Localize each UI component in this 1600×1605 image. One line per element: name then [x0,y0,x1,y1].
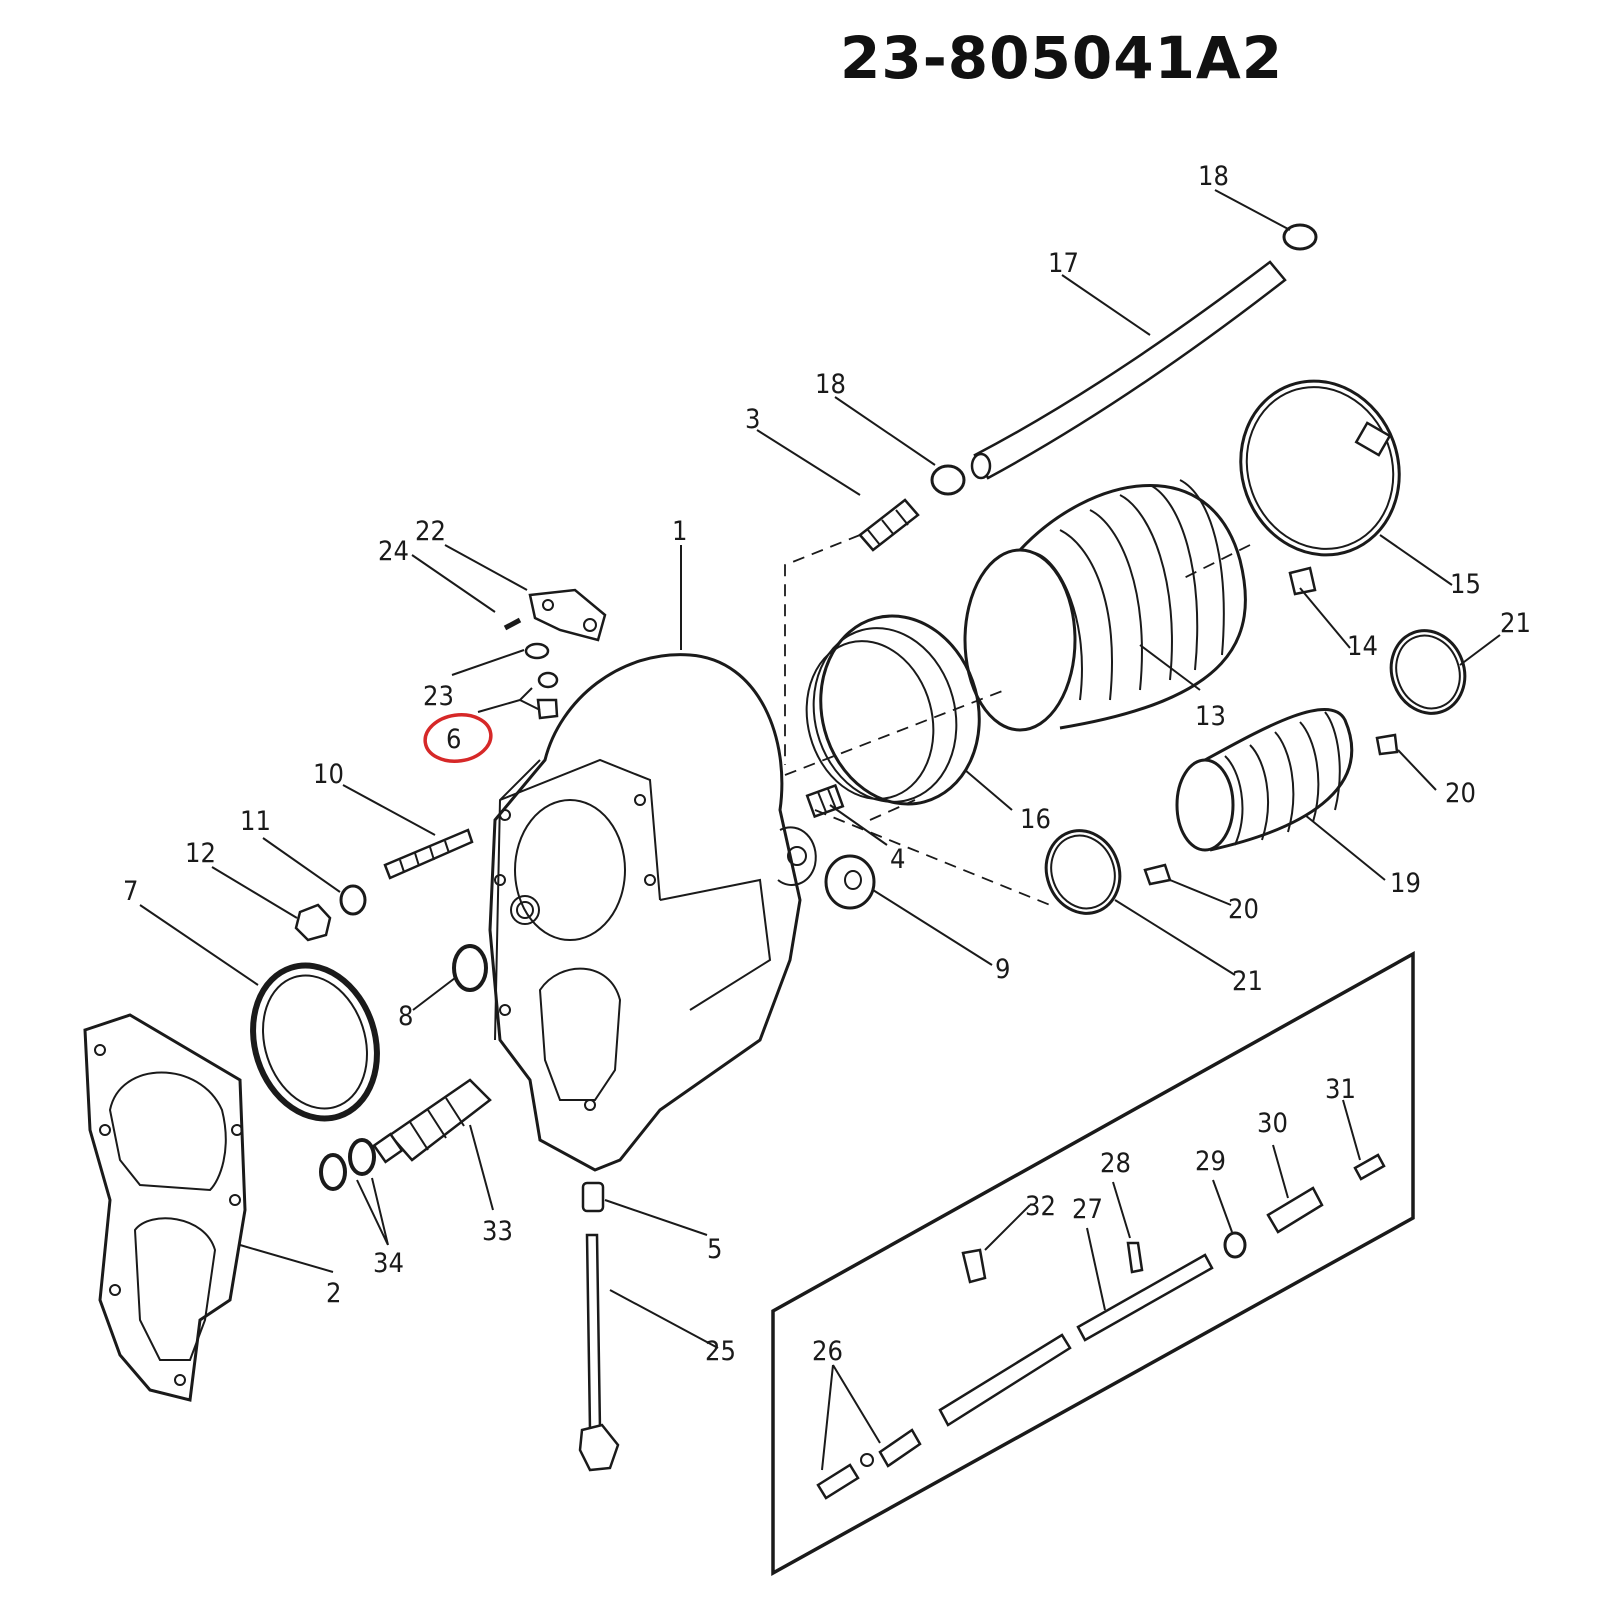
callout-16: 16 [1020,804,1051,835]
callout-21b: 21 [1232,966,1263,997]
callout-24: 24 [378,536,409,567]
accessory-kit-inset [771,951,1415,1576]
stud-part [383,828,474,880]
u-joint-clamp-upper-part [1389,629,1467,715]
callout-11: 11 [240,806,271,837]
large-o-ring-part [250,962,380,1122]
callout-29: 29 [1195,1146,1226,1177]
leader-lines [139,189,1501,1471]
callout-15: 15 [1450,569,1481,600]
callout-labels: 1 2 3 4 5 6 7 8 9 10 11 12 13 14 15 16 1… [123,161,1531,1367]
gasket-plate-part [83,1013,247,1402]
washer-part [339,884,367,916]
flat-washer-part [824,854,876,910]
clip-right-part [1375,733,1399,756]
hose-clamp-upper-part [1282,223,1318,251]
callout-22: 22 [415,516,446,547]
highlight-circle [423,713,493,763]
bellows-ring-part [805,614,981,806]
callout-21a: 21 [1500,608,1531,639]
pivot-small-parts [503,588,607,720]
part-number-title: 23-805041A2 [840,24,1284,92]
callout-18a: 18 [815,369,846,400]
callout-5: 5 [707,1234,722,1265]
water-fitting-part [858,498,920,552]
callout-19: 19 [1390,868,1421,899]
nut-part [294,903,332,942]
callout-34: 34 [373,1248,404,1279]
callout-20a: 20 [1445,778,1476,809]
callout-10: 10 [313,759,344,790]
callout-26: 26 [812,1336,843,1367]
callout-12: 12 [185,838,216,869]
callout-31: 31 [1325,1074,1356,1105]
callout-6: 6 [446,724,461,755]
callout-23: 23 [423,681,454,712]
large-bellows-clamp-part [1239,379,1401,557]
callout-9: 9 [995,954,1010,985]
bushing-part [581,1181,605,1213]
valve-fitting-part [372,1078,492,1164]
sleeve-part [805,783,845,819]
exhaust-bellows-part [963,479,1247,732]
callout-30: 30 [1257,1108,1288,1139]
callout-20b: 20 [1228,894,1259,925]
callout-8: 8 [398,1001,413,1032]
sealing-rings-part [319,1138,376,1191]
u-joint-bellows-part [1175,708,1354,852]
callout-7: 7 [123,876,138,907]
callout-2: 2 [326,1278,341,1309]
callout-14: 14 [1347,631,1378,662]
callout-32: 32 [1025,1191,1056,1222]
callout-1: 1 [672,516,687,547]
callout-13: 13 [1195,701,1226,732]
callout-4: 4 [890,844,905,875]
callout-27: 27 [1072,1194,1103,1225]
callout-18b: 18 [1198,161,1229,192]
assembly-guide-lines [784,534,1251,906]
callout-25: 25 [705,1336,736,1367]
hose-clamp-lower-part [930,464,966,496]
small-o-ring-part [452,944,488,992]
u-joint-clamp-lower-part [1044,829,1122,915]
water-hose-part [970,260,1287,480]
clip-upper-part [1288,566,1317,596]
callout-17: 17 [1048,248,1079,279]
callout-28: 28 [1100,1148,1131,1179]
clip-lower-part [1143,863,1172,886]
bell-housing-part [488,653,817,1172]
shift-rod-part [578,1233,620,1472]
callout-33: 33 [482,1216,513,1247]
callout-3: 3 [745,404,760,435]
